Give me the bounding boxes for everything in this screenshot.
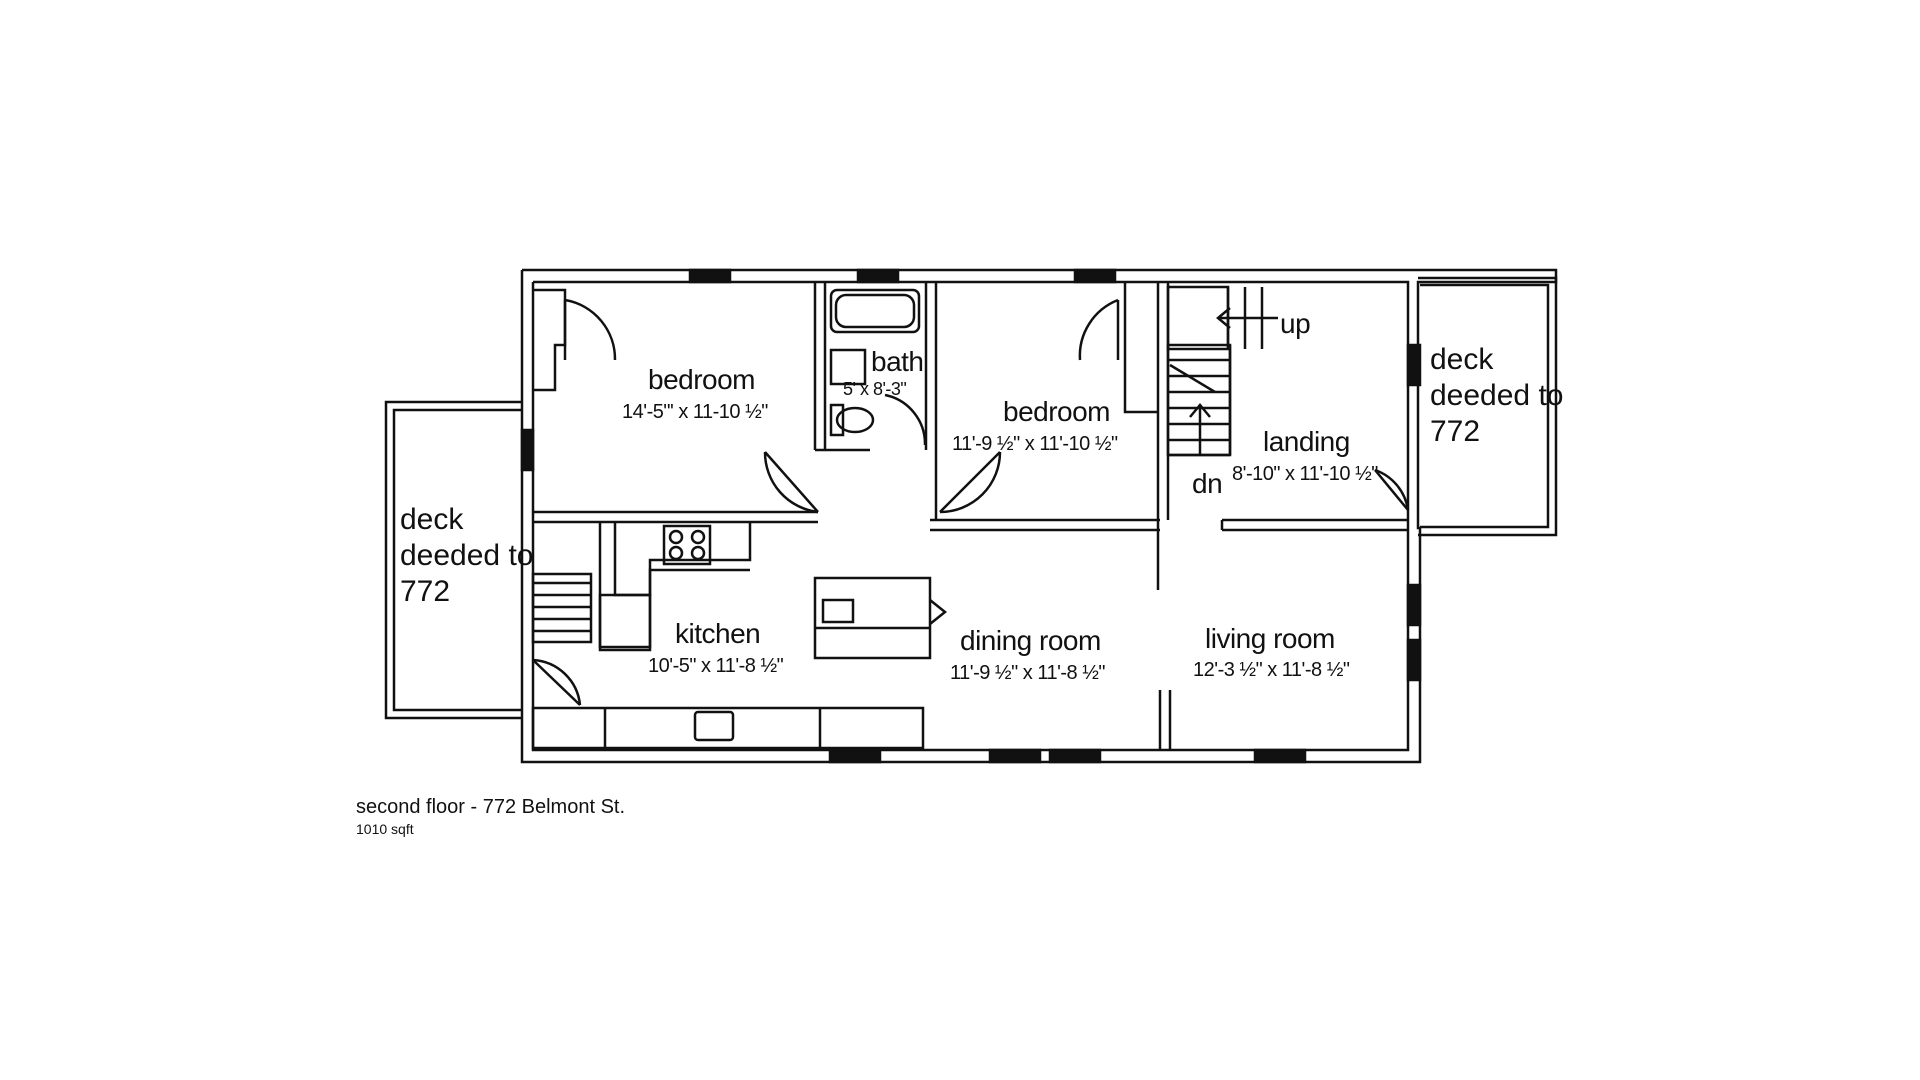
stairs-up-label: up [1280, 308, 1311, 339]
kitchen-name: kitchen [675, 618, 761, 649]
bedroom-2-dimensions: 11'-9 ½" x 11'-10 ½" [952, 433, 1118, 455]
window [1406, 638, 1422, 682]
right-deck [1418, 276, 1558, 537]
right-deck-line-2: deeded to [1430, 379, 1564, 412]
refrigerator [598, 593, 652, 649]
living-room-name: living room [1205, 623, 1335, 654]
left-deck-label: deck deeded to 772 [400, 502, 533, 610]
living-room-dimensions: 12'-3 ½" x 11'-8 ½" [1193, 659, 1350, 681]
bedroom-1-name: bedroom [648, 364, 756, 395]
counter [531, 706, 925, 750]
sink [829, 348, 867, 386]
window [856, 268, 900, 284]
left-deck-inner [392, 408, 522, 712]
plan-caption: second floor - 772 Belmont St. [356, 796, 626, 818]
window [1048, 748, 1102, 764]
window [1073, 268, 1117, 284]
right-deck-line-1: deck [1430, 343, 1494, 376]
bath-dimensions: 5' x 8'-3" [843, 379, 907, 399]
left-deck-line-1: deck [400, 503, 464, 536]
window [828, 748, 882, 764]
left-deck-line-3: 772 [400, 575, 451, 608]
left-deck [384, 400, 522, 720]
kitchen-dimensions: 10'-5" x 11'-8 ½" [648, 655, 784, 677]
right-deck-label: deck deeded to 772 [1430, 342, 1563, 450]
bedroom-1-dimensions: 14'-5"' x 11-10 ½" [622, 401, 768, 423]
window [1406, 583, 1422, 627]
bedroom-2-name: bedroom [1003, 396, 1111, 427]
window [520, 428, 535, 472]
stove [662, 524, 712, 566]
landing-name: landing [1263, 426, 1350, 457]
bath-name: bath [871, 346, 924, 377]
left-deck-line-2: deeded to [400, 539, 534, 572]
exterior-wall-outer [520, 268, 1558, 764]
bathtub [829, 288, 921, 334]
window [1406, 343, 1422, 387]
right-deck-line-3: 772 [1430, 415, 1481, 448]
window [1253, 748, 1307, 764]
kitchen-sink [693, 710, 735, 742]
window [988, 748, 1042, 764]
right-deck-inner [1420, 283, 1550, 529]
toilet [835, 406, 875, 434]
stairs-down-label: dn [1192, 468, 1223, 499]
dining-room-name: dining room [960, 625, 1101, 656]
landing-dimensions: 8'-10" x 11'-10 ½" [1232, 463, 1378, 485]
dining-room-dimensions: 11'-9 ½" x 11'-8 ½" [950, 662, 1106, 684]
plan-area: 1010 sqft [356, 821, 414, 837]
window [688, 268, 732, 284]
